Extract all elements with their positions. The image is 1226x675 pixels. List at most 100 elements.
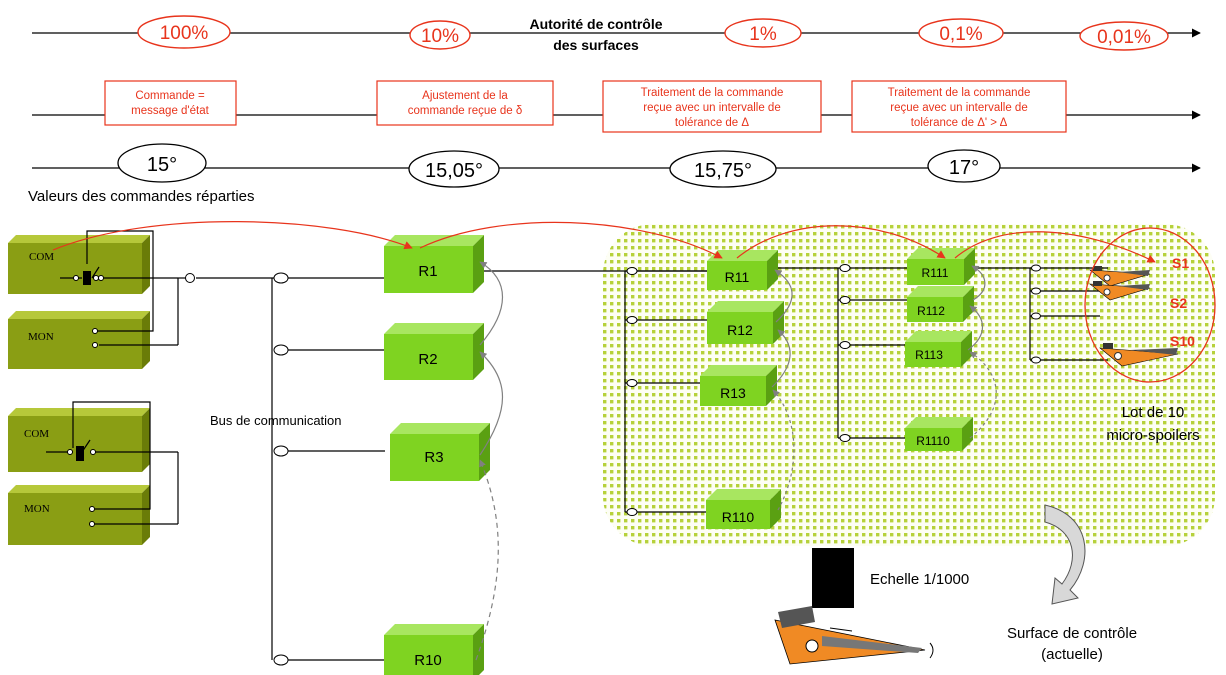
relay-label: R110 <box>722 509 755 525</box>
curved-down-arrow-icon <box>1044 504 1086 605</box>
relay-label: R112 <box>917 304 945 318</box>
relay-label: R2 <box>418 351 437 368</box>
relay-label: R111 <box>922 266 949 280</box>
authority-title-line1: Autorité de contrôle <box>529 16 662 32</box>
bus-taps <box>273 272 289 666</box>
authority-timeline: Autorité de contrôle des surfaces 100% 1… <box>32 15 1201 53</box>
svg-text:15,75°: 15,75° <box>694 160 752 182</box>
relay-label: R113 <box>915 348 943 362</box>
svg-text:Traitement de la commande: Traitement de la commande <box>888 87 1031 99</box>
svg-text:reçue avec un intervalle de: reçue avec un intervalle de <box>643 102 780 114</box>
relay-label: R1110 <box>916 434 950 448</box>
authority-level-100: 100% <box>137 15 231 49</box>
relay-r3: R3 <box>390 423 490 481</box>
spoiler-lot-ellipse <box>1084 227 1216 383</box>
scale-block <box>812 548 854 608</box>
command-propagation-arrows <box>52 221 1156 263</box>
authority-level-label: 100% <box>160 23 209 44</box>
authority-level-0-01: 0,01% <box>1079 21 1169 51</box>
authority-level-label: 1% <box>749 24 777 45</box>
svg-text:15,05°: 15,05° <box>425 160 483 182</box>
svg-text:Ajustement de la: Ajustement de la <box>422 90 508 102</box>
controller-contacts <box>67 273 195 527</box>
authority-level-label: 0,01% <box>1097 27 1151 48</box>
micro-spoiler-s2 <box>1089 281 1151 301</box>
command-timeline: 15° 15,05° 15,75° 17° Valeurs des comman… <box>28 143 1201 205</box>
micro-spoiler-s1 <box>1089 266 1151 287</box>
authority-level-10: 10% <box>409 20 471 50</box>
command-value-17: 17° <box>927 149 1001 183</box>
command-value-15: 15° <box>117 143 207 183</box>
controller-com-1: COM <box>8 235 150 294</box>
communication-bus <box>271 277 385 661</box>
svg-text:17°: 17° <box>949 157 979 179</box>
svg-text:tolérance de Δ: tolérance de Δ <box>675 117 749 129</box>
relay-label: R10 <box>414 652 442 669</box>
processing-box-adjustment: Ajustement de la commande reçue de δ <box>376 80 554 126</box>
authority-title-line2: des surfaces <box>553 37 639 53</box>
relay-label: R13 <box>720 385 746 401</box>
relay-r1110: R1110 <box>905 417 973 451</box>
relay-r110: R110 <box>706 489 781 529</box>
relay-r113: R113 <box>905 331 972 367</box>
bus-label: Bus de communication <box>210 413 342 428</box>
level2-wiring <box>624 270 707 513</box>
scale-label: Echelle 1/1000 <box>870 571 969 588</box>
relay-label: R1 <box>418 263 437 280</box>
spoiler-label-s1: S1 <box>1172 255 1189 271</box>
authority-level-1: 1% <box>724 18 802 48</box>
controller-group-2: COM MON <box>8 408 150 545</box>
relay-r2: R2 <box>384 323 484 380</box>
processing-timeline: Commande = message d'état Ajustement de … <box>32 80 1201 133</box>
relay-r111: R111 <box>907 248 975 285</box>
command-values-caption: Valeurs des commandes réparties <box>28 188 255 205</box>
controller-group-1: COM MON <box>8 235 150 369</box>
spoiler-label-s10: S10 <box>1170 333 1195 349</box>
authority-level-label: 0,1% <box>939 24 982 45</box>
level2-taps <box>626 267 638 516</box>
relay-r11: R11 <box>707 250 778 290</box>
surface-label-line1: Surface de contrôle <box>1007 625 1137 642</box>
controller-mon-1: MON <box>8 311 150 369</box>
authority-level-label: 10% <box>421 26 459 47</box>
svg-text:reçue avec un intervalle de: reçue avec un intervalle de <box>890 102 1027 114</box>
svg-text:message d'état: message d'état <box>131 105 209 117</box>
controller-com-2: COM <box>8 408 150 472</box>
controller-wiring <box>46 230 281 525</box>
relay-r1: R1 <box>384 235 484 293</box>
authority-level-0-1: 0,1% <box>918 18 1004 48</box>
level3-taps <box>839 264 851 442</box>
processing-box-state-message: Commande = message d'état <box>104 80 237 126</box>
relay-label: R3 <box>424 449 443 466</box>
processing-box-tolerance-delta: Traitement de la commande reçue avec un … <box>602 80 822 133</box>
controller-label: MON <box>24 503 50 515</box>
relay-r112: R112 <box>907 286 974 322</box>
relay-r13: R13 <box>700 365 777 406</box>
relay-label: R12 <box>727 322 753 338</box>
com-switch-block-1 <box>83 271 91 285</box>
relay-r12: R12 <box>707 301 784 344</box>
relay-chain-arrows <box>475 261 997 661</box>
spoiler-wiring <box>975 267 1108 361</box>
svg-text:Traitement de la commande: Traitement de la commande <box>641 87 784 99</box>
relay-label: R11 <box>725 269 750 285</box>
controller-label: MON <box>28 331 54 343</box>
control-surface-icon <box>774 606 934 665</box>
command-value-15-75: 15,75° <box>669 150 777 188</box>
surface-label-line2: (actuelle) <box>1041 646 1103 663</box>
processing-box-tolerance-delta-prime: Traitement de la commande reçue avec un … <box>851 80 1067 133</box>
relay-r10: R10 <box>384 624 484 675</box>
controller-label: COM <box>24 428 49 440</box>
controller-label: COM <box>29 251 54 263</box>
spoiler-taps <box>1031 264 1041 364</box>
com-switch-block-2 <box>76 446 84 461</box>
controller-mon-2: MON <box>8 485 150 545</box>
svg-text:commande reçue de δ: commande reçue de δ <box>408 105 522 117</box>
spoiler-label-s2: S2 <box>1170 295 1187 311</box>
spoiler-lot-line2: micro-spoilers <box>1106 427 1199 444</box>
command-value-15-05: 15,05° <box>408 150 500 188</box>
micro-spoiler-s10 <box>1099 343 1179 367</box>
svg-text:15°: 15° <box>147 154 177 176</box>
svg-text:Commande =: Commande = <box>135 90 205 102</box>
